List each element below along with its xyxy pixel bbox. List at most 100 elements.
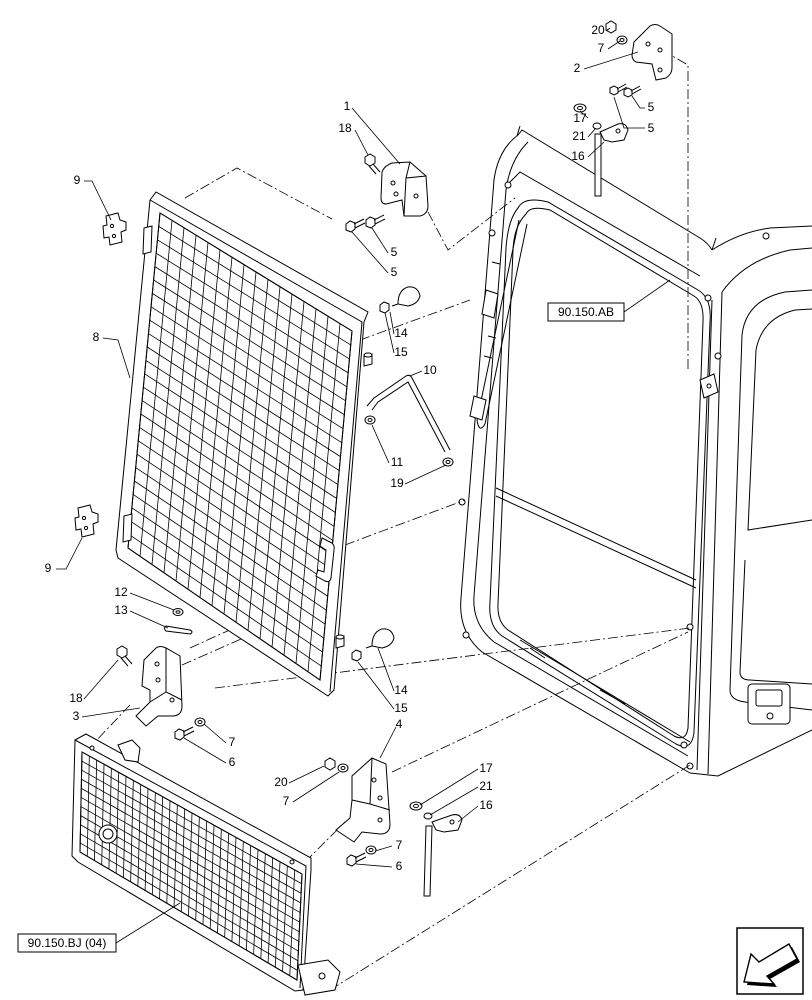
callout-1: 1 <box>344 99 351 113</box>
bracket-2 <box>631 24 673 81</box>
mesh-wire <box>80 806 300 933</box>
cab-roof-right <box>711 225 812 293</box>
mesh-wire <box>130 520 323 653</box>
mesh-wire <box>139 220 173 557</box>
door-sill <box>519 639 691 743</box>
reference-90-150-ab[interactable]: 90.150.AB <box>547 302 625 322</box>
mesh-wire <box>217 829 222 934</box>
mesh-wire <box>139 427 332 555</box>
washer-19 <box>442 457 454 467</box>
mesh-wire <box>152 293 345 416</box>
mesh-wire <box>202 821 208 925</box>
door-opening-inner <box>497 207 704 739</box>
nut-15-lower <box>351 649 362 662</box>
mesh-wire <box>173 804 178 908</box>
callout-21: 21 <box>572 129 586 143</box>
mesh-wire <box>271 301 305 648</box>
callout-5: 5 <box>391 265 398 279</box>
mesh-wire <box>144 788 149 891</box>
mesh-wire <box>166 800 171 904</box>
bolt-18-upper <box>364 153 381 175</box>
washer-17-upper <box>573 103 587 113</box>
mesh-wire <box>259 294 293 639</box>
mesh-wire <box>157 239 350 360</box>
mesh-wire <box>136 453 330 583</box>
reference-90-150-bj[interactable]: 90.150.BJ (04) <box>17 933 117 953</box>
cab-structure <box>460 125 812 777</box>
mesh-wire <box>238 841 244 946</box>
mesh-wire <box>159 796 164 899</box>
latch-16-lower <box>423 814 463 897</box>
mesh-wire <box>163 235 197 573</box>
bolt-18-lower <box>116 645 133 667</box>
guard-emblem <box>98 824 118 844</box>
washer-7-upper <box>616 35 628 45</box>
mesh-wire <box>153 279 346 402</box>
callout-7: 7 <box>283 794 290 808</box>
callout-11: 11 <box>391 455 404 469</box>
callout-12: 12 <box>114 585 128 599</box>
callout-6: 6 <box>229 755 236 769</box>
panel-pins <box>335 352 373 649</box>
cab-door-handle <box>747 683 791 725</box>
mesh-wire <box>135 467 328 597</box>
mesh-wire <box>199 257 233 598</box>
mesh-wire <box>187 249 221 590</box>
callout-20: 20 <box>591 23 605 37</box>
leader-lines <box>56 27 671 944</box>
callout-18: 18 <box>338 121 352 135</box>
mesh-wire <box>151 792 156 895</box>
door-gas-strut <box>469 219 528 429</box>
hinge-plate-upper <box>102 212 127 246</box>
mesh-wire <box>247 286 281 631</box>
callout-7: 7 <box>396 838 403 852</box>
next-page-arrow-icon[interactable] <box>736 927 804 995</box>
bolt-6-lower <box>346 852 367 867</box>
callout-14: 14 <box>394 683 408 697</box>
mesh-wire <box>282 865 288 972</box>
mesh-wire <box>295 316 329 664</box>
washer-21-upper <box>592 122 602 130</box>
mesh-wire <box>131 507 325 639</box>
callout-5: 5 <box>648 100 655 114</box>
callout-14: 14 <box>394 326 408 340</box>
callout-7: 7 <box>229 735 236 749</box>
mesh-wire <box>289 869 296 976</box>
reference-label-bj: 90.150.BJ (04) <box>28 936 107 950</box>
bolt-6-left <box>174 726 195 741</box>
mesh-wire <box>101 764 105 865</box>
mesh-wire <box>283 308 317 656</box>
cab-antenna-left <box>516 125 521 137</box>
front-guard-grille <box>71 733 341 996</box>
mesh-wire <box>260 853 266 959</box>
mesh-wire <box>129 534 322 667</box>
reference-label-ab: 90.150.AB <box>558 305 614 319</box>
callout-15: 15 <box>394 345 408 359</box>
nut-20-lower <box>324 757 336 771</box>
stay-rod-10 <box>366 374 451 453</box>
mesh-wire <box>79 842 298 971</box>
mesh-wire <box>235 279 269 623</box>
callout-5: 5 <box>648 121 655 135</box>
bracket-4 <box>335 757 391 843</box>
mesh-wire <box>148 333 341 457</box>
mesh-wire <box>134 480 327 611</box>
callout-labels: 20 7 2 5 17 5 21 16 1 18 9 5 5 8 14 15 1… <box>45 23 655 873</box>
nut-15-upper <box>379 301 390 314</box>
door-grille-panel <box>115 191 369 697</box>
mesh-wire <box>123 776 127 878</box>
mesh-wire <box>231 837 237 942</box>
cab-mount-points <box>458 181 770 770</box>
latch-16-upper <box>594 123 629 197</box>
callout-3: 3 <box>73 709 80 723</box>
mesh-wire <box>175 242 209 582</box>
mesh-wire <box>80 824 299 952</box>
mesh-wire <box>224 833 230 938</box>
mesh-wire <box>132 494 326 625</box>
guard-top-tab <box>117 739 141 763</box>
mesh-wire <box>223 271 257 615</box>
mesh-wire <box>274 861 281 968</box>
bracket-3 <box>135 646 183 727</box>
rubber-stop-14-upper <box>391 286 421 307</box>
